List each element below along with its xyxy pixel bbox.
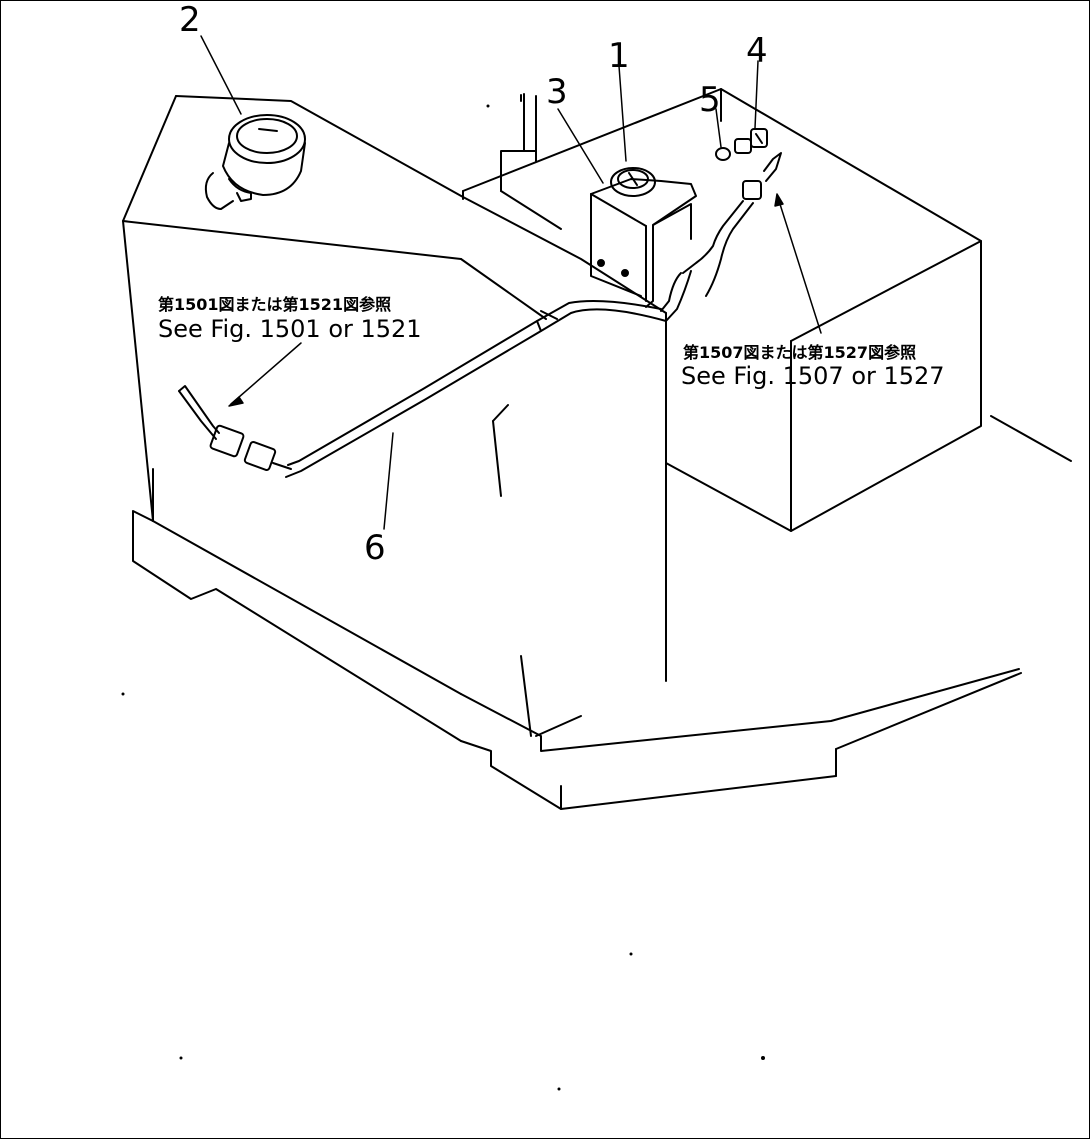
- part-1-switch: [610, 167, 656, 197]
- rear-housing: [462, 88, 1072, 532]
- leader-lines: [200, 35, 822, 530]
- left-connector: [178, 385, 292, 471]
- left-reference-jp: 第1501図または第1521図参照: [158, 295, 392, 314]
- part-3-bracket: [590, 178, 697, 308]
- right-reference-en: See Fig. 1507 or 1527: [681, 362, 945, 390]
- rear-box: [500, 93, 562, 230]
- left-reference-en: See Fig. 1501 or 1521: [158, 315, 422, 343]
- stray-marks: [121, 104, 765, 1091]
- part-5-washer: [715, 147, 731, 161]
- callout-4: 4: [746, 31, 768, 71]
- main-tank: [122, 95, 667, 737]
- right-reference-jp: 第1507図または第1527図参照: [683, 343, 917, 362]
- callout-6: 6: [364, 528, 386, 568]
- part-4-bolt: [734, 128, 768, 154]
- part-6-harness: [285, 270, 692, 478]
- base-plate: [132, 468, 1022, 810]
- callout-1: 1: [608, 36, 630, 76]
- callout-2: 2: [179, 0, 201, 40]
- callout-3: 3: [546, 72, 568, 112]
- part-2-gauge: [204, 114, 306, 210]
- right-connector: [682, 152, 782, 297]
- callout-5: 5: [699, 80, 721, 120]
